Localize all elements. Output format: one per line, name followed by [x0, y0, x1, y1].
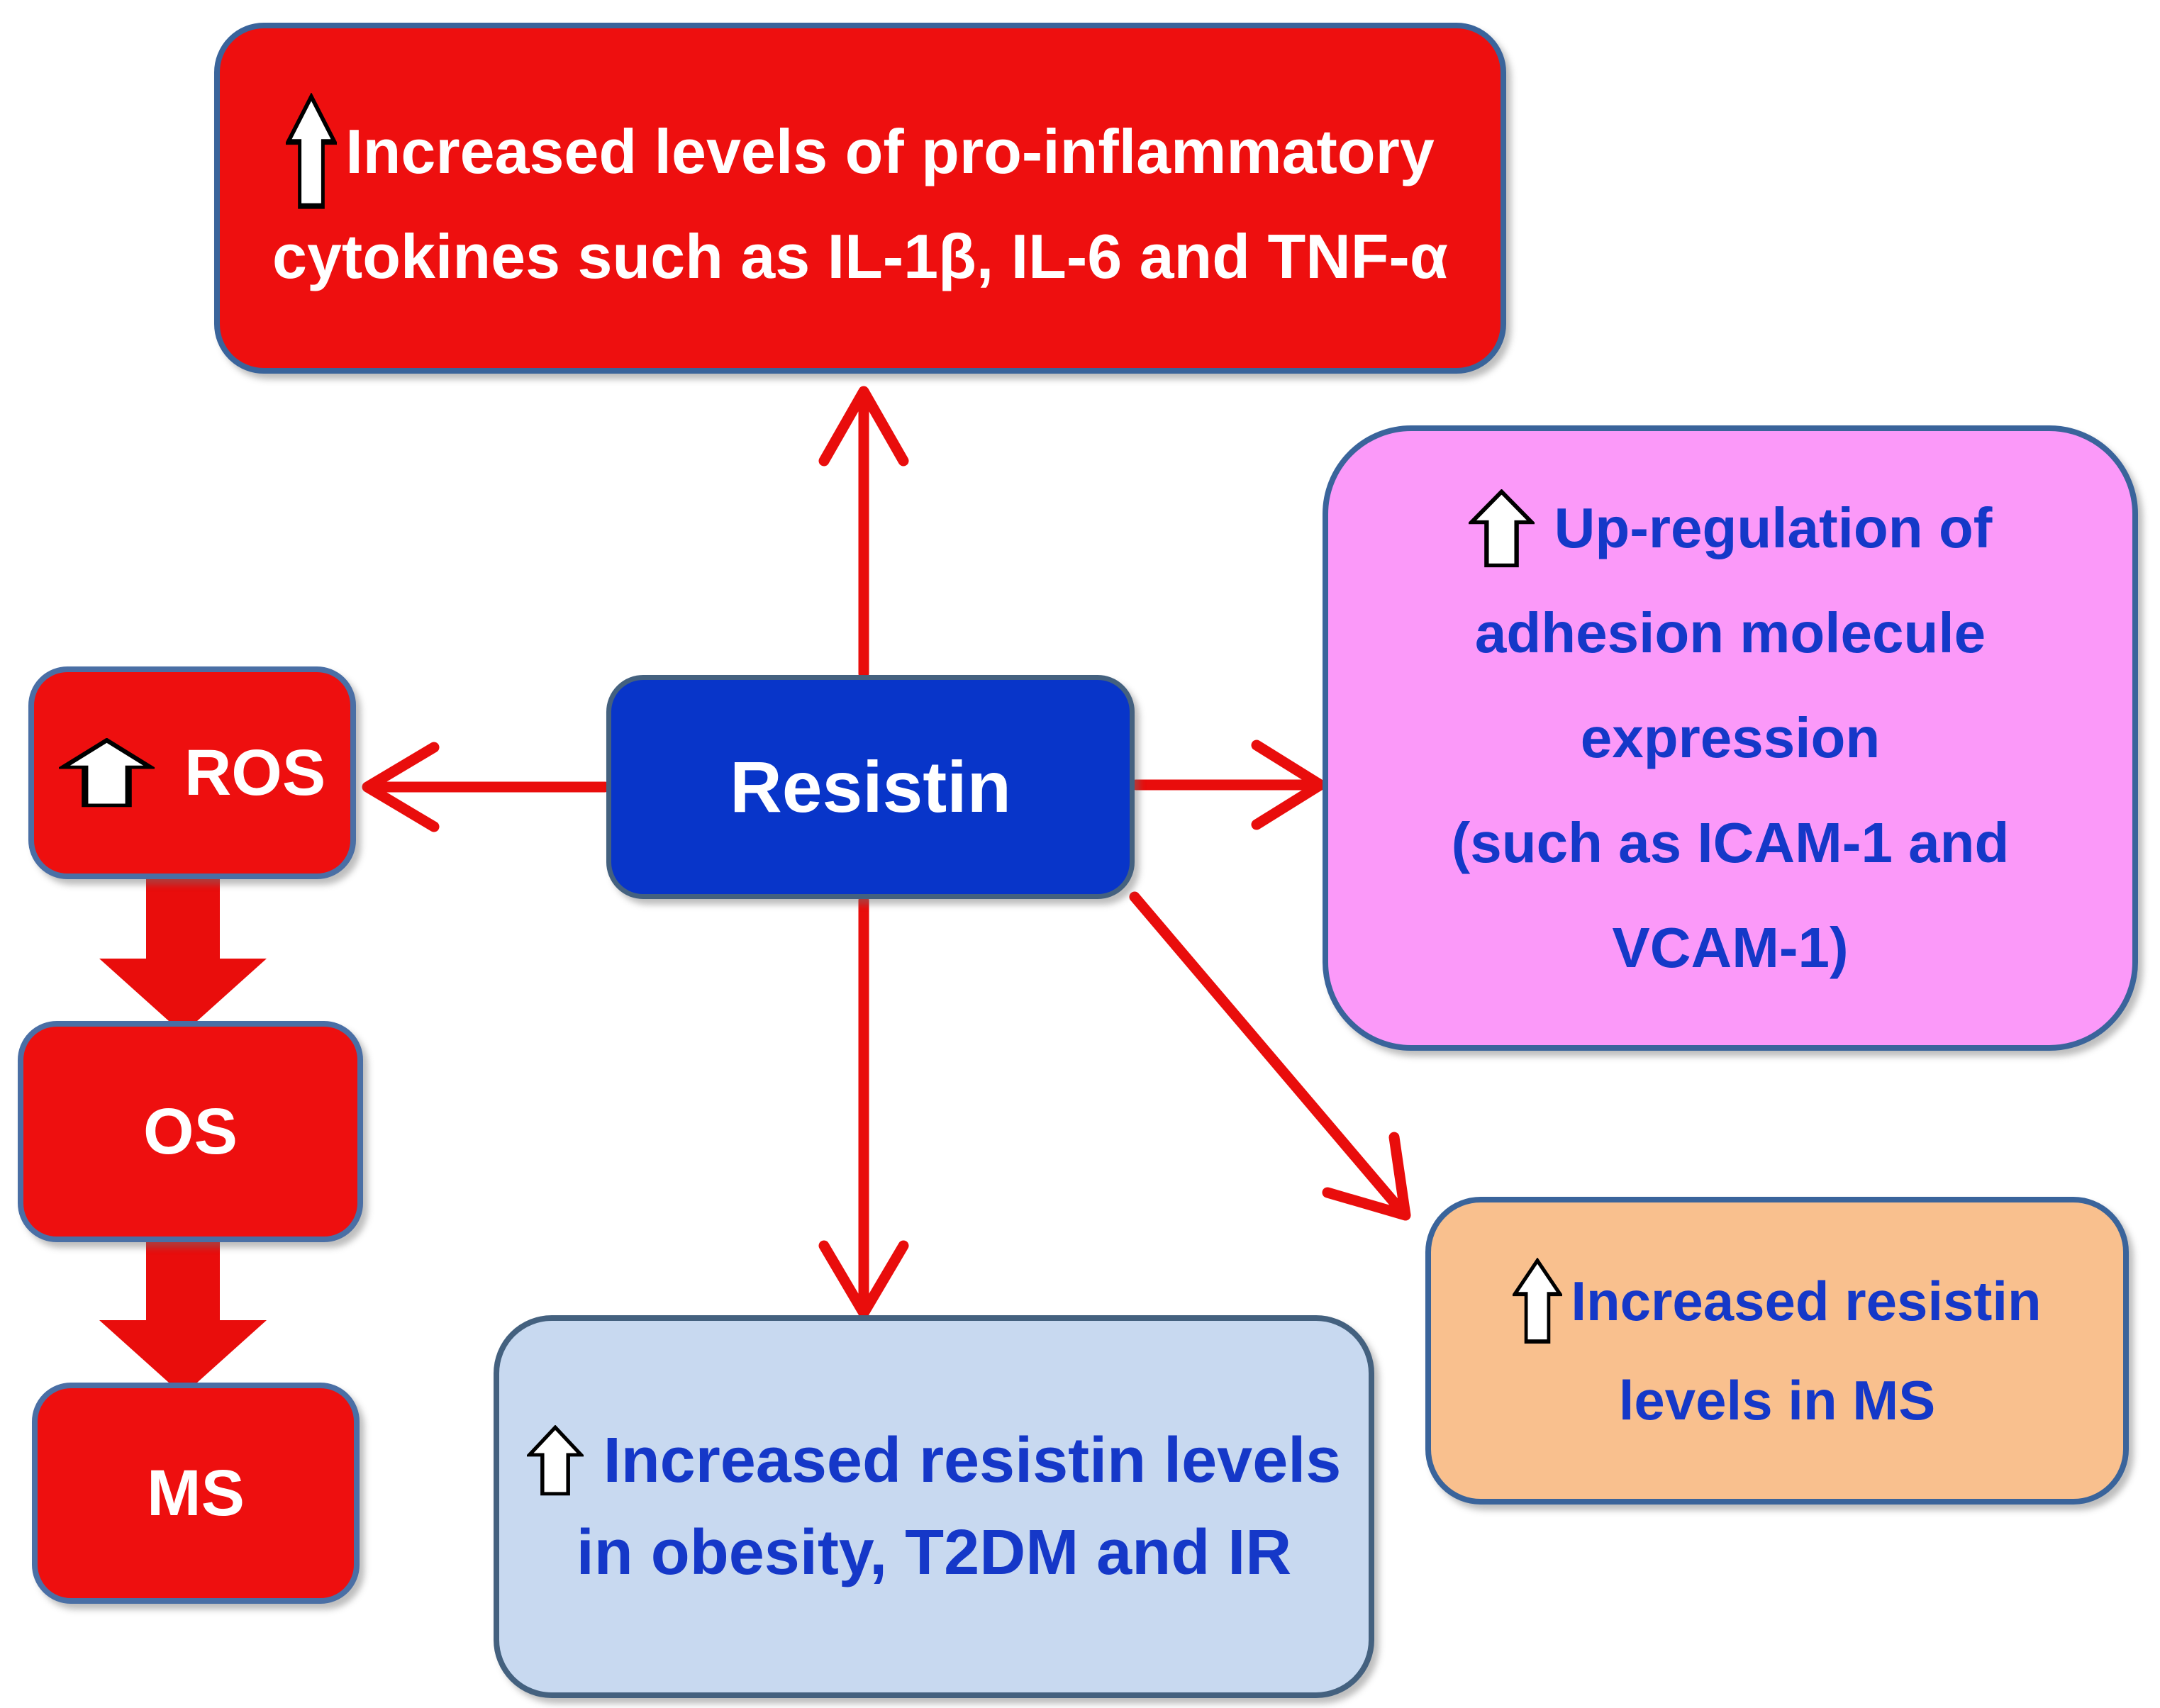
- adhesion-text-line2: adhesion molecule: [1474, 601, 1986, 664]
- up-arrow-icon: [1513, 1257, 1563, 1344]
- resistin-label: Resistin: [730, 746, 1011, 827]
- obesity-line-1: Increased resistin levels: [526, 1414, 1342, 1507]
- ros-line: ROS: [58, 736, 326, 810]
- ms-resistin-box: Increased resistin levels in MS: [1425, 1197, 2129, 1505]
- cytokines-text-line1: Increased levels of pro-inflammatory: [345, 116, 1435, 186]
- adhesion-box: Up-regulation of adhesion molecule expre…: [1323, 425, 2138, 1051]
- cytokines-box: Increased levels of pro-inflammatory cyt…: [214, 23, 1506, 374]
- block-arrow-os-to-ms: [99, 1237, 267, 1395]
- ms-label: MS: [147, 1456, 245, 1529]
- cytokines-text-line2: cytokines such as IL-1β, IL-6 and TNF-α: [272, 221, 1448, 291]
- ros-label: ROS: [184, 736, 326, 809]
- up-arrow-icon: [286, 93, 338, 209]
- obesity-text-line2: in obesity, T2DM and IR: [576, 1517, 1292, 1588]
- obesity-box: Increased resistin levels in obesity, T2…: [494, 1315, 1374, 1698]
- arrow-resistin-to-obesity: [818, 895, 909, 1319]
- ms-resistin-text-line1: Increased resistin: [1571, 1269, 2042, 1332]
- adhesion-text-line3: expression: [1580, 706, 1881, 769]
- os-label: OS: [143, 1095, 238, 1168]
- adhesion-line-1: Up-regulation of: [1468, 476, 1993, 581]
- adhesion-text-line1: Up-regulation of: [1554, 496, 1993, 559]
- up-arrow-icon: [526, 1424, 584, 1495]
- ms-box: MS: [32, 1383, 360, 1604]
- cytokines-line-1: Increased levels of pro-inflammatory: [286, 93, 1435, 210]
- up-arrow-icon: [1468, 489, 1535, 567]
- arrow-resistin-to-ms-resistin: [1129, 891, 1411, 1221]
- ms-resistin-line-1: Increased resistin: [1513, 1251, 2042, 1351]
- arrow-resistin-to-adhesion: [1130, 739, 1326, 830]
- os-box: OS: [18, 1021, 363, 1242]
- ms-resistin-text-line2: levels in MS: [1618, 1369, 1936, 1431]
- up-arrow-icon: [58, 738, 155, 808]
- adhesion-text-line4: (such as ICAM-1 and: [1451, 811, 2010, 874]
- adhesion-text-line5: VCAM-1): [1612, 916, 1849, 979]
- resistin-box: Resistin: [606, 675, 1135, 899]
- block-arrow-ros-to-os: [99, 876, 267, 1034]
- ros-box: ROS: [28, 666, 356, 879]
- arrow-resistin-to-ros: [362, 742, 611, 832]
- arrow-resistin-to-cytokines: [818, 386, 909, 679]
- obesity-text-line1: Increased resistin levels: [603, 1424, 1342, 1496]
